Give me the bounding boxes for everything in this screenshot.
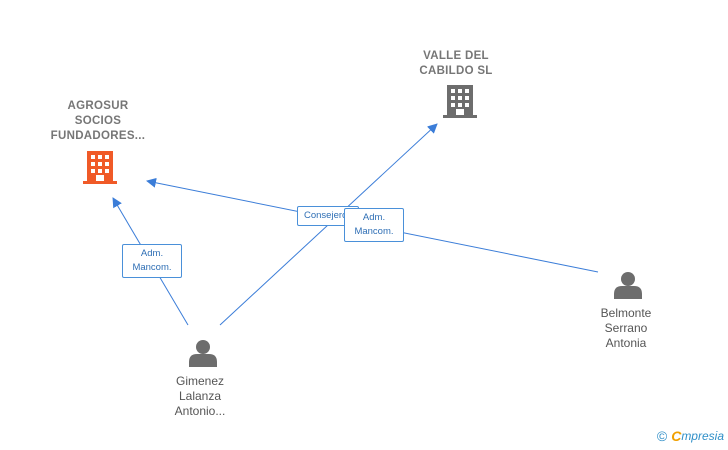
gimenez-name-line-3: Antonio... — [174, 404, 226, 418]
edge-label-line-2: Mancom. — [132, 262, 172, 273]
belmonte-name-line-1: Belmonte — [600, 306, 652, 320]
valle-building-icon[interactable] — [443, 85, 477, 118]
valle-name-line-2: CABILDO SL — [419, 65, 493, 77]
edge-label-line-2: Mancom. — [354, 226, 394, 237]
gimenez-person-icon[interactable] — [189, 340, 217, 367]
gimenez-name[interactable]: Gimenez Lalanza Antonio... — [150, 374, 250, 419]
brand-logo-letter: C — [671, 428, 682, 444]
agrosur-name-line-2: SOCIOS — [74, 115, 122, 127]
edge-label-belmonte-agrosur[interactable]: Adm. Mancom. — [344, 208, 404, 242]
belmonte-name[interactable]: Belmonte Serrano Antonia — [576, 306, 676, 351]
edge-label-line-1: Adm. — [140, 248, 164, 259]
gimenez-name-line-2: Lalanza — [178, 389, 222, 403]
edge-label-line-1: Consejero — [304, 210, 348, 221]
agrosur-name-line-1: AGROSUR — [67, 100, 129, 112]
edge-label-line-1: Adm. — [362, 212, 386, 223]
belmonte-name-line-2: Serrano — [604, 321, 648, 335]
agrosur-name[interactable]: AGROSUR SOCIOS FUNDADORES... — [38, 99, 158, 144]
edge-label-gimenez-agrosur[interactable]: Adm. Mancom. — [122, 244, 182, 278]
agrosur-name-line-3: FUNDADORES... — [50, 130, 146, 142]
valle-name-line-1: VALLE DEL — [423, 50, 489, 62]
copyright-icon: © — [656, 428, 668, 444]
valle-name[interactable]: VALLE DEL CABILDO SL — [400, 49, 512, 79]
gimenez-name-line-1: Gimenez — [175, 374, 225, 388]
belmonte-person-icon[interactable] — [614, 272, 642, 299]
belmonte-name-line-3: Antonia — [605, 336, 647, 350]
agrosur-building-icon[interactable] — [83, 151, 117, 184]
empresia-watermark: © C mpresia — [657, 428, 724, 444]
brand-logo-text: mpresia — [681, 429, 724, 443]
